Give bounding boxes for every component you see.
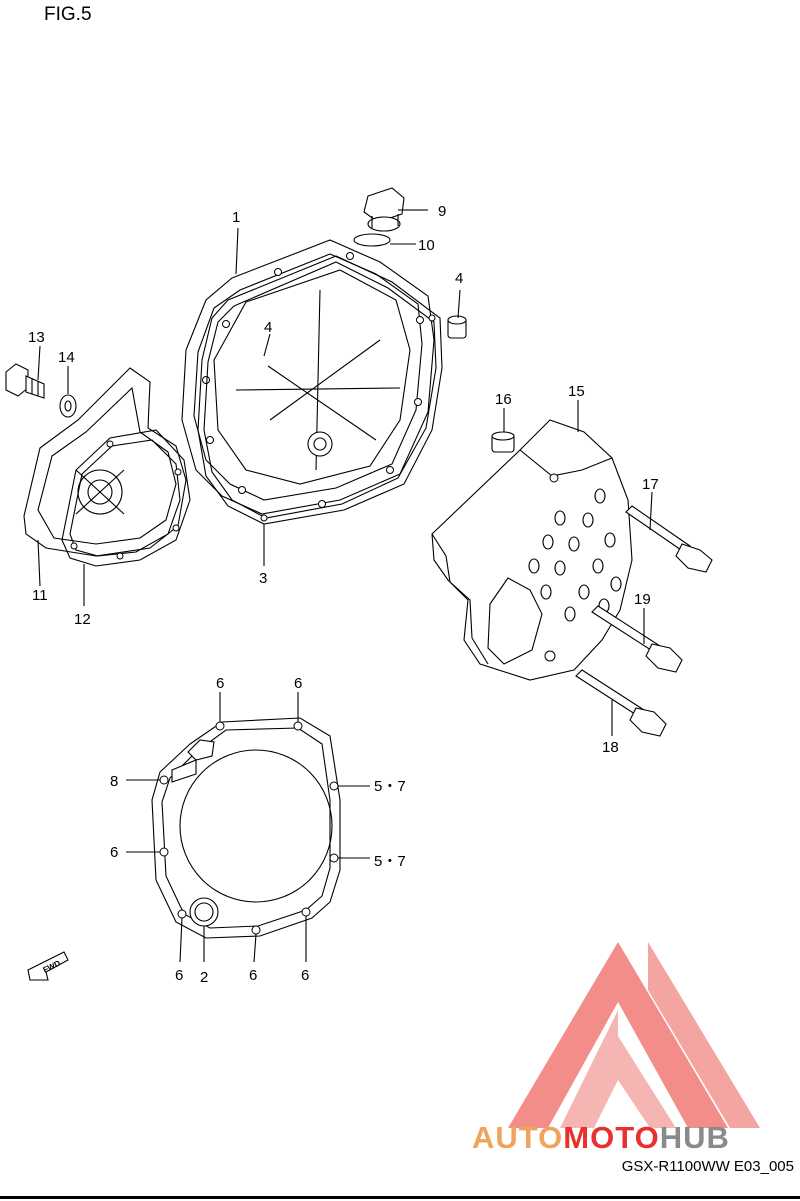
callout-5-7a: 5・7	[374, 778, 406, 795]
bolt-part-13	[5, 363, 45, 399]
svg-text:FWD: FWD	[42, 958, 63, 974]
callout-17: 17	[642, 476, 659, 493]
callout-6e: 6	[249, 967, 257, 984]
washer-part-14	[59, 394, 77, 418]
oil-level-window-part-2	[189, 897, 219, 927]
callout-4b: 4	[264, 319, 272, 336]
callout-2: 2	[200, 969, 208, 986]
callout-1: 1	[232, 209, 240, 226]
callout-11: 11	[32, 587, 48, 604]
callout-16: 16	[495, 391, 512, 408]
callout-13: 13	[28, 329, 45, 346]
callout-6a: 6	[216, 675, 224, 692]
bolt-part-19	[591, 605, 683, 673]
bolt-part-17	[625, 505, 713, 573]
callout-18: 18	[602, 739, 619, 756]
callout-19: 19	[634, 591, 651, 608]
diagram-code: GSX-R1100WW E03_005	[621, 1158, 794, 1175]
leader-lines	[37, 209, 653, 963]
side-cover-gasket-part-12	[61, 429, 191, 567]
callout-4a: 4	[455, 270, 463, 287]
callout-6c: 6	[110, 844, 118, 861]
bolt-part-18	[575, 669, 667, 737]
callout-14: 14	[58, 349, 75, 366]
callout-6f: 6	[301, 967, 309, 984]
cover-guard-part-15	[431, 419, 633, 681]
callout-9: 9	[438, 203, 446, 220]
watermark-text: AUTOMOTOHUB	[472, 1120, 730, 1155]
callout-6b: 6	[294, 675, 302, 692]
callout-12: 12	[74, 611, 91, 628]
watermark-logo	[508, 942, 760, 1128]
bottom-border	[0, 1196, 800, 1199]
callout-labels: 1 2 3 4 4 5・7 5・7 6 6 6 6 6 6 8 9 10 11 …	[28, 203, 659, 986]
side-cover-part-11	[23, 367, 187, 557]
o-ring-part-10	[353, 233, 391, 247]
figure-title: FIG.5	[44, 4, 92, 25]
callout-8: 8	[110, 773, 118, 790]
oil-filler-cap-part-9	[363, 187, 405, 232]
dowel-pin-part-4	[447, 315, 467, 339]
forward-direction-arrow: FWD	[27, 951, 69, 981]
callout-6d: 6	[175, 967, 183, 984]
callout-10: 10	[418, 237, 435, 254]
spacer-part-16	[491, 431, 515, 453]
clutch-cover-gasket-part-3	[197, 255, 443, 525]
callout-5-7b: 5・7	[374, 853, 406, 870]
lower-clutch-cover	[151, 717, 341, 939]
oil-plug-part-8	[187, 739, 215, 761]
callout-3: 3	[259, 570, 267, 587]
callout-15: 15	[568, 383, 585, 400]
clutch-cover-part-1	[181, 239, 435, 515]
